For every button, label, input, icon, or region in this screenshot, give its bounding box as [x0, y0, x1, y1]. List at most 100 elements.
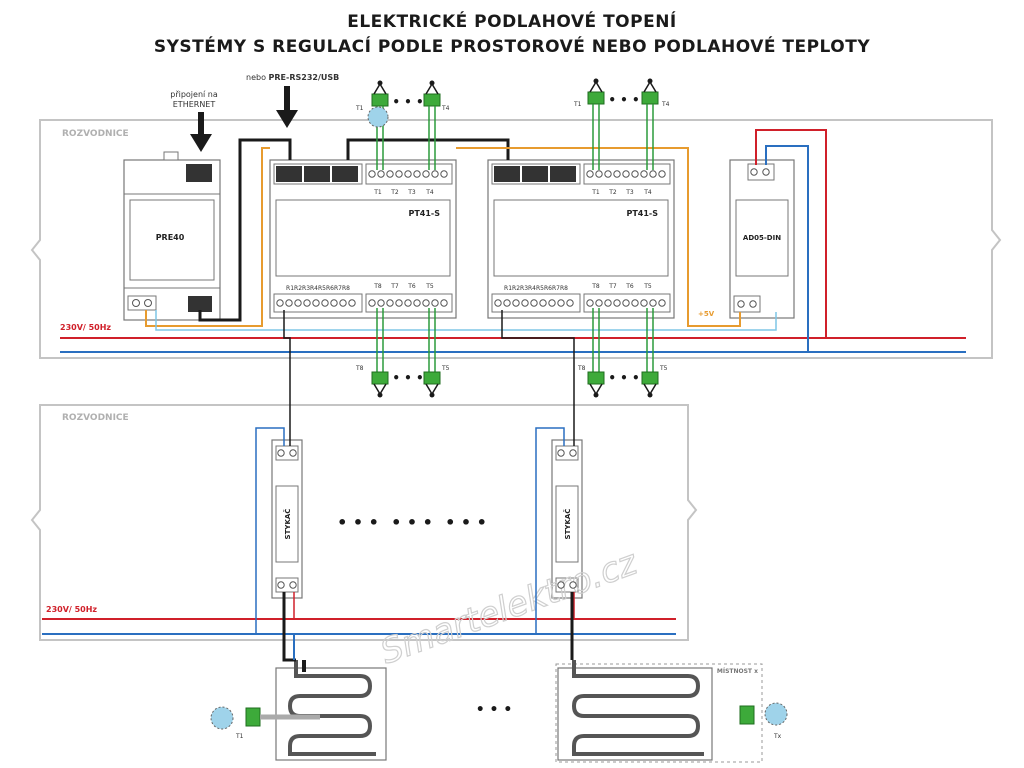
terminal-t4-label-1: T4	[425, 189, 434, 196]
sensor-t8-group-2-tip	[593, 392, 599, 398]
heating-feed-wire	[282, 592, 296, 662]
terminal-screw	[277, 449, 285, 457]
terminal-t4-label-2: T4	[643, 189, 652, 196]
sensor-t1-label-1: T1	[355, 105, 364, 112]
terminal-screw	[404, 170, 412, 178]
terminal-screw	[431, 299, 439, 307]
terminal-t1-label-1: T1	[373, 189, 382, 196]
sensor-t5-group-2-tip	[647, 392, 653, 398]
sensor-ellipsis-top-2: • • •	[608, 93, 639, 107]
heating-mat-1	[275, 660, 387, 761]
terminal-screw	[604, 170, 612, 178]
room-sensor-tx-label: Tx	[773, 733, 782, 740]
sensor-t1-group-2-lead	[595, 81, 603, 93]
sensor-t1-group-2-block	[587, 91, 605, 105]
ellipsis-1: • • •	[337, 513, 379, 532]
terminal-screw	[569, 449, 577, 457]
ad05-label: AD05-DIN	[743, 234, 781, 242]
neutral-wire	[765, 145, 809, 352]
terminal-screw	[750, 168, 758, 176]
sensor-t4-group-1-tip	[429, 80, 435, 86]
terminal-screw	[368, 170, 376, 178]
terminal-screw	[737, 300, 745, 308]
terminal-screw	[330, 299, 338, 307]
terminal-screw	[413, 170, 421, 178]
sensor-t5-group-1-tip	[429, 392, 435, 398]
terminal-screw	[762, 168, 770, 176]
terminal-screw	[631, 170, 639, 178]
sensor-ellipsis-bottom-2: • • •	[608, 371, 639, 385]
terminal-screw	[521, 299, 529, 307]
sensor-t1-group-1-tip	[377, 80, 383, 86]
terminal-t6-label-1: T6	[407, 283, 416, 290]
terminal-screw	[494, 299, 502, 307]
terminal-screw	[386, 170, 394, 178]
sensor-t4-group-1-block	[423, 93, 441, 107]
terminal-t8-label-1: T8	[373, 283, 382, 290]
terminal-screw	[557, 581, 565, 589]
sensor-t1-group-1-block	[371, 93, 389, 107]
terminal-screw	[321, 299, 329, 307]
sensor-t8-group-1-block	[371, 371, 389, 385]
sensor-t8-group-2-lead	[589, 383, 597, 395]
phase-wire	[755, 129, 827, 338]
terminal-screw	[512, 299, 520, 307]
wiring-layer	[145, 78, 827, 662]
sensor-t8-group-1-lead	[373, 383, 381, 395]
terminal-t5-label-2: T5	[643, 283, 652, 290]
data-wire	[155, 310, 777, 331]
sensor-t8-group-2-block	[587, 371, 605, 385]
pt41-module-2	[487, 159, 675, 319]
sensor-ellipsis-bottom-1: • • •	[392, 371, 423, 385]
terminal-screw	[749, 300, 757, 308]
terminal-t5-label-1: T5	[425, 283, 434, 290]
sensor-t5-label-2: T5	[659, 365, 668, 372]
terminal-screw	[413, 299, 421, 307]
sensor-t8-label-2: T8	[577, 365, 586, 372]
terminal-screw	[640, 299, 648, 307]
room-sensor-t1-icon	[210, 706, 320, 730]
terminal-t2-label-1: T2	[390, 189, 399, 196]
sensor-t4-group-2-lead	[643, 81, 651, 93]
ethernet-label-line1: připojení na	[170, 90, 218, 99]
terminal-screw	[386, 299, 394, 307]
terminal-screw	[595, 299, 603, 307]
terminal-screw	[658, 299, 666, 307]
terminal-screw	[422, 299, 430, 307]
stykac-module-2	[551, 439, 583, 599]
terminal-screw	[285, 299, 293, 307]
sensor-t4-group-1-lead	[431, 83, 439, 95]
terminal-t3-label-2: T3	[625, 189, 634, 196]
heating-mat-2	[555, 660, 763, 763]
terminal-screw	[622, 299, 630, 307]
terminal-t3-label-1: T3	[407, 189, 416, 196]
terminal-screw	[649, 299, 657, 307]
terminal-t7-label-1: T7	[390, 283, 399, 290]
terminal-screw	[404, 299, 412, 307]
power-label-lower: 230V/ 50Hz	[46, 605, 97, 614]
stykac-label-2: STYKAČ	[563, 509, 572, 540]
panel-lower-label: ROZVODNICE	[62, 413, 129, 423]
terminal-screw	[440, 170, 448, 178]
contactor-neutral-wire	[535, 427, 565, 634]
ethernet-label-line2: ETHERNET	[173, 100, 216, 109]
terminal-screw	[569, 581, 577, 589]
sensor-t8-group-2-lead	[595, 383, 603, 395]
rs232-label: nebo PRE-RS232/USB	[246, 73, 339, 82]
diagram-title-line2: SYSTÉMY S REGULACÍ PODLE PROSTOROVÉ NEBO…	[153, 37, 871, 57]
terminal-t2-label-2: T2	[608, 189, 617, 196]
power-label-upper: 230V/ 50Hz	[60, 323, 111, 332]
sensor-ellipsis-top-1: • • •	[392, 95, 423, 109]
sensor-t4-label-2: T4	[661, 101, 670, 108]
ellipsis-2: • • •	[391, 513, 433, 532]
terminal-screw	[294, 299, 302, 307]
terminal-screw	[649, 170, 657, 178]
pre40-label: PRE40	[156, 233, 185, 242]
terminal-screw	[395, 299, 403, 307]
sensor-t5-group-1-lead	[425, 383, 433, 395]
terminal-screw	[422, 170, 430, 178]
contactor-neutral-wire	[255, 427, 285, 634]
terminal-screw	[613, 299, 621, 307]
terminal-t7-label-2: T7	[608, 283, 617, 290]
